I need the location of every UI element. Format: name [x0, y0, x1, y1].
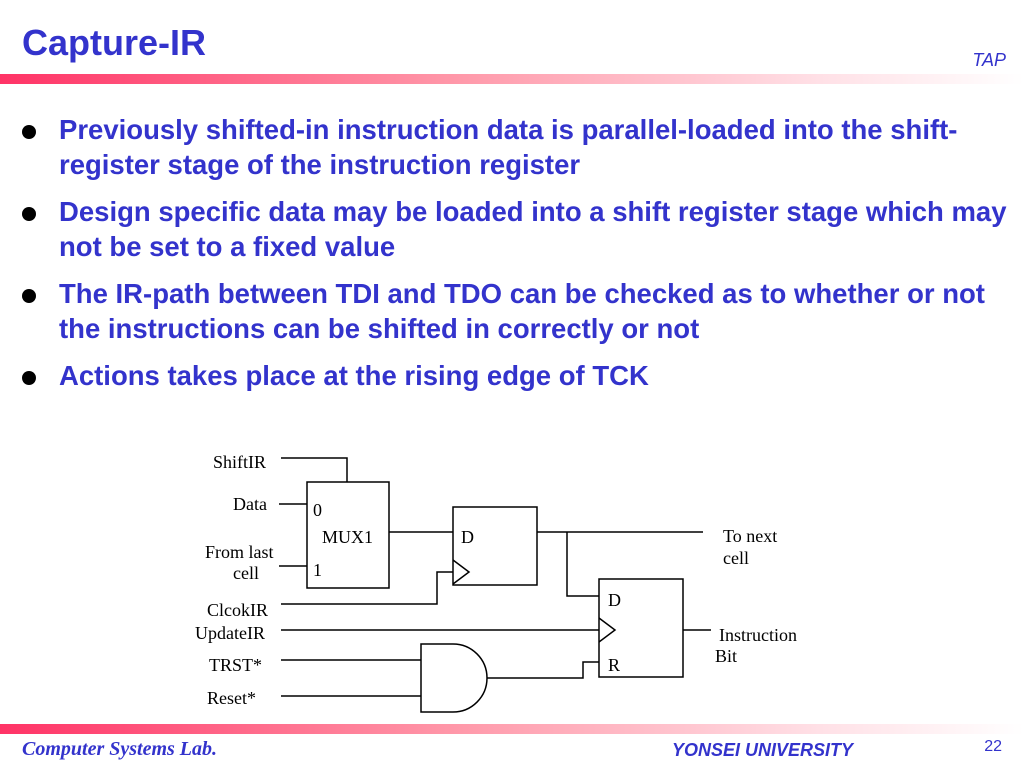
ff2-clock-triangle-icon	[598, 617, 617, 643]
bullet-list: Previously shifted-in instruction data i…	[22, 112, 1007, 405]
label-cell: cell	[233, 563, 259, 583]
bullet-text: Design specific data may be loaded into …	[59, 196, 1007, 262]
ff2-r-label: R	[608, 655, 620, 675]
label-to-next-cell: cell	[723, 548, 749, 568]
bottom-divider	[0, 724, 1024, 734]
bullet-text: The IR-path between TDI and TDO can be c…	[59, 278, 985, 344]
label-from-last: From last	[205, 542, 274, 562]
flip-flop-1	[452, 506, 538, 586]
ff1-clock-triangle-icon	[452, 559, 471, 585]
bullet-dot-icon	[22, 289, 36, 303]
bullet-item: The IR-path between TDI and TDO can be c…	[22, 276, 1007, 346]
ff2-d-label: D	[608, 590, 621, 610]
slide-title: Capture-IR	[22, 22, 207, 63]
wire-clock-ir	[281, 571, 453, 605]
top-divider	[0, 74, 1024, 84]
label-clock-ir: ClcokIR	[207, 600, 268, 620]
mux-label: MUX1	[322, 527, 373, 547]
bullet-text: Previously shifted-in instruction data i…	[59, 114, 958, 180]
section-tag: TAP	[972, 50, 1006, 70]
page-number: 22	[984, 738, 1002, 755]
bullet-item: Actions takes place at the rising edge o…	[22, 358, 1007, 393]
circuit-diagram: ShiftIR Data From last cell ClcokIR Upda…	[195, 452, 797, 713]
label-to-next: To next	[723, 526, 777, 546]
bullet-item: Previously shifted-in instruction data i…	[22, 112, 1007, 182]
label-update-ir: UpdateIR	[195, 623, 265, 643]
footer-university: YONSEI UNIVERSITY	[672, 740, 854, 760]
bullet-dot-icon	[22, 371, 36, 385]
label-instruction: Instruction	[719, 625, 797, 645]
ff1-d-label: D	[461, 527, 474, 547]
mux-in0-label: 0	[313, 500, 322, 520]
bullet-item: Design specific data may be loaded into …	[22, 194, 1007, 264]
mux-block	[306, 481, 390, 589]
bullet-text: Actions takes place at the rising edge o…	[59, 360, 649, 391]
bullet-dot-icon	[22, 125, 36, 139]
wire-shift-ir	[281, 457, 348, 482]
label-bit: Bit	[715, 646, 737, 666]
label-data: Data	[233, 494, 267, 514]
label-reset: Reset*	[207, 688, 256, 708]
and-gate	[420, 643, 488, 713]
label-shift-ir: ShiftIR	[213, 452, 266, 472]
footer-lab: Computer Systems Lab.	[22, 738, 218, 760]
label-trst: TRST*	[209, 655, 262, 675]
bullet-dot-icon	[22, 207, 36, 221]
wire-and-out	[487, 661, 599, 679]
wire-ff1-to-ff2	[566, 532, 599, 597]
mux-in1-label: 1	[313, 560, 322, 580]
